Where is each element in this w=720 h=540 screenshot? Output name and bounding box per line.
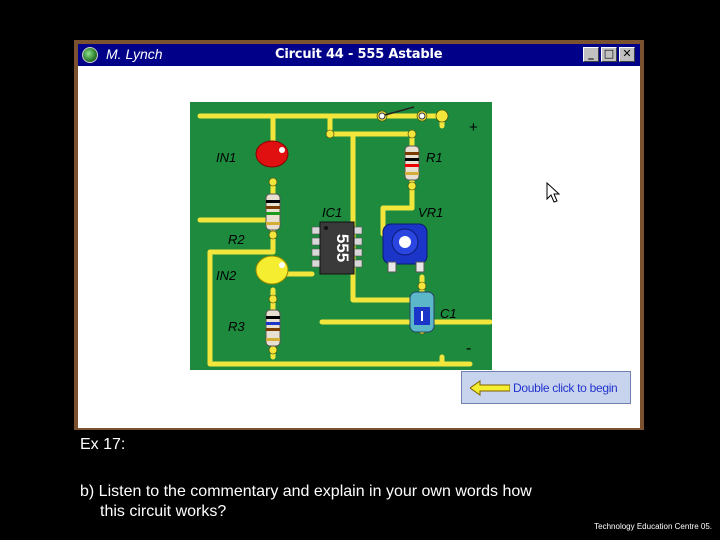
minimize-button[interactable]: _ [583,47,599,62]
potentiometer-vr1[interactable] [382,223,428,273]
resistor-r1[interactable] [404,145,420,181]
ic1-label: IC1 [322,205,342,220]
resistor-r2[interactable] [265,193,281,231]
plus-label: + [469,119,478,136]
footer-credit: Technology Education Centre 05. [594,522,712,531]
led-yellow[interactable] [255,255,289,285]
c1-label: C1 [440,306,457,321]
vr1-label: VR1 [418,205,443,220]
r1-label: R1 [426,150,443,165]
led-red[interactable] [255,140,289,168]
circuit-board[interactable]: 555 + - IN1 R1 IC1 VR1 R2 IN2 C1 R3 [190,102,492,370]
in1-label: IN1 [216,150,236,165]
r3-label: R3 [228,319,245,334]
close-button[interactable]: ✕ [619,47,635,62]
capacitor-c1[interactable] [409,291,435,333]
app-window: M. Lynch Circuit 44 - 555 Astable _ □ ✕ [78,44,640,428]
question-line-1: b) Listen to the commentary and explain … [80,483,532,500]
begin-label: Double click to begin [513,381,618,395]
switch[interactable] [378,106,426,120]
exercise-heading: Ex 17: [80,436,126,453]
r2-label: R2 [228,232,245,247]
globe-icon[interactable] [82,47,98,63]
ic-555[interactable]: 555 [311,221,363,275]
minus-label: - [466,340,471,357]
mouse-pointer-icon [546,182,560,203]
window-title: Circuit 44 - 555 Astable [275,47,443,62]
arrow-left-icon [470,380,510,396]
in2-label: IN2 [216,268,237,283]
maximize-button[interactable]: □ [601,47,617,62]
title-bar[interactable]: M. Lynch Circuit 44 - 555 Astable _ □ ✕ [78,44,640,66]
begin-button[interactable]: Double click to begin [461,371,631,404]
question-text: b) Listen to the commentary and explain … [80,482,700,522]
resistor-r3[interactable] [265,309,281,347]
window-owner: M. Lynch [106,46,163,62]
chip-label: 555 [333,234,352,262]
question-line-2: this circuit works? [100,503,227,520]
solder-pads [268,109,449,355]
